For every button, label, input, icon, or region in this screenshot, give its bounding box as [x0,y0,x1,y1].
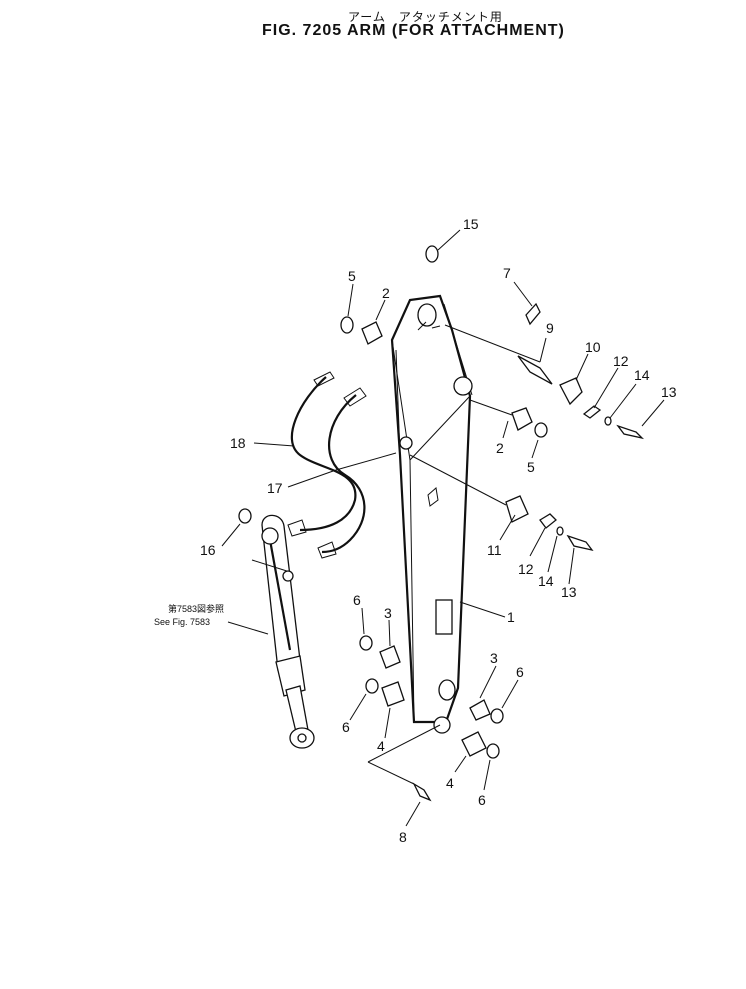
callout-3-right: 3 [490,650,498,666]
callout-1: 1 [507,609,515,625]
callout-6-lower-left: 6 [342,719,350,735]
callout-2: 2 [382,285,390,301]
callout-13: 13 [661,384,677,400]
callout-6-upper-left: 6 [353,592,361,608]
callout-6-upper-right: 6 [516,664,524,680]
leader-lines [221,229,665,827]
callout-8: 8 [399,829,407,845]
hose-17 [317,387,367,559]
callout-5-mid: 5 [527,459,535,475]
callout-11: 11 [487,542,502,558]
callout-3-left: 3 [384,605,392,621]
callout-16: 16 [200,542,216,558]
reference-note-jp: 第7583図参照 [168,603,224,614]
callout-13-lower: 13 [561,584,577,600]
callout-7: 7 [503,265,511,281]
attachment-cylinder [251,514,315,749]
callout-18: 18 [230,435,246,451]
figure-subtitle-jp: アーム アタッチメント用 [348,10,503,24]
callout-5: 5 [348,268,356,284]
callout-17: 17 [267,480,283,496]
callout-14-lower: 14 [538,573,554,589]
callout-9: 9 [546,320,554,336]
callout-15: 15 [463,216,479,232]
callout-12-lower: 12 [518,561,534,577]
figure-title: FIG. 7205 ARM (FOR ATTACHMENT) [262,22,565,39]
callout-4-right: 4 [446,775,454,791]
callout-12: 12 [613,353,629,369]
pin-and-bushing-parts [238,245,645,802]
arm-body [390,294,473,734]
callout-2-mid: 2 [496,440,504,456]
reference-note-en: See Fig. 7583 [154,617,210,627]
callout-labels: 15 5 2 7 9 10 12 14 13 18 2 5 17 16 11 1… [200,216,677,845]
callout-6-lower-right: 6 [478,792,486,808]
callout-4-left: 4 [377,738,385,754]
callout-14: 14 [634,367,650,383]
callout-10: 10 [585,339,601,355]
hose-18 [287,371,357,537]
